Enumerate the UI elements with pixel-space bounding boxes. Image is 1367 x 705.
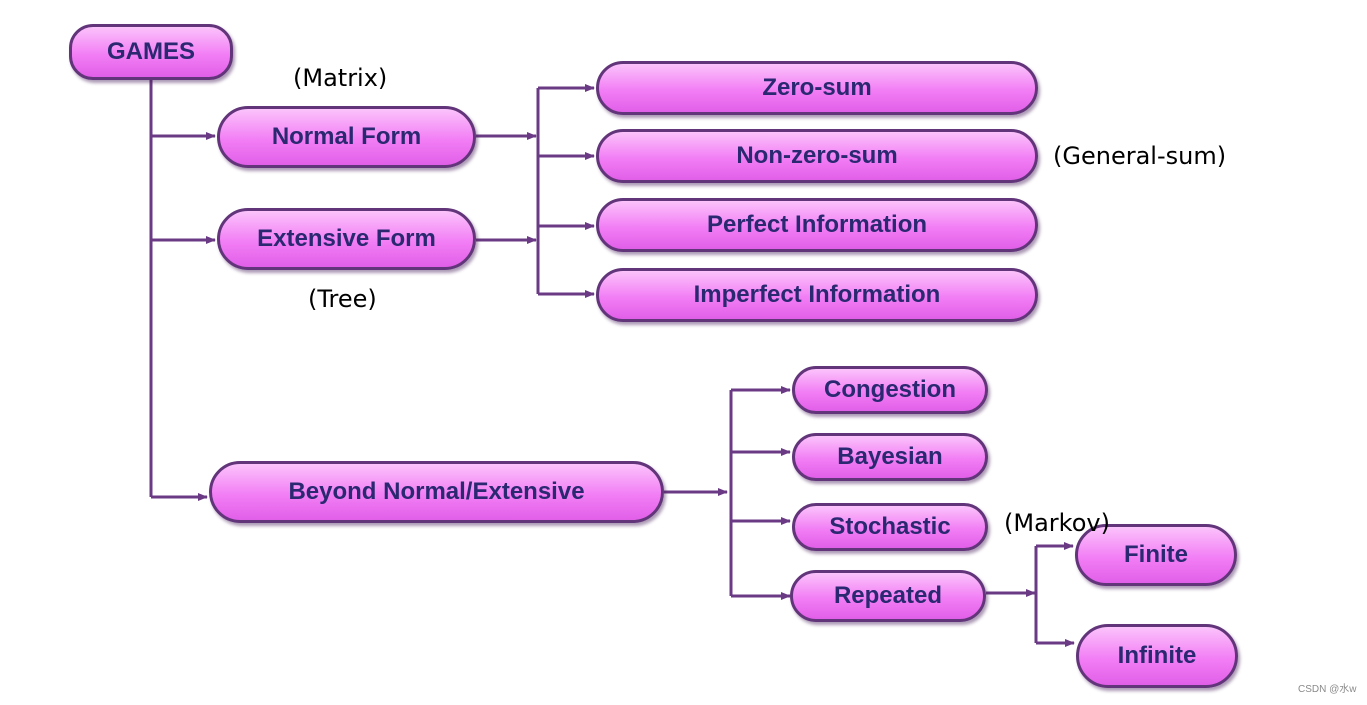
node-perfect-information: Perfect Information bbox=[596, 198, 1038, 252]
node-non-zero-sum: Non-zero-sum bbox=[596, 129, 1038, 183]
node-beyond-normal-extensive: Beyond Normal/Extensive bbox=[209, 461, 664, 523]
node-stochastic: Stochastic bbox=[792, 503, 988, 551]
watermark: CSDN @水w bbox=[1298, 684, 1357, 695]
node-infinite: Infinite bbox=[1076, 624, 1238, 688]
node-finite: Finite bbox=[1075, 524, 1237, 586]
node-bayesian: Bayesian bbox=[792, 433, 988, 481]
annotation-markov: (Markov) bbox=[1004, 509, 1110, 537]
node-normal-form: Normal Form bbox=[217, 106, 476, 168]
annotation-tree: (Tree) bbox=[308, 285, 377, 313]
node-imperfect-information: Imperfect Information bbox=[596, 268, 1038, 322]
annotation-matrix: (Matrix) bbox=[293, 64, 388, 92]
node-extensive-form: Extensive Form bbox=[217, 208, 476, 270]
node-zero-sum: Zero-sum bbox=[596, 61, 1038, 115]
node-congestion: Congestion bbox=[792, 366, 988, 414]
annotation-general-sum: (General-sum) bbox=[1053, 142, 1227, 170]
node-games: GAMES bbox=[69, 24, 233, 80]
node-repeated: Repeated bbox=[790, 570, 986, 622]
